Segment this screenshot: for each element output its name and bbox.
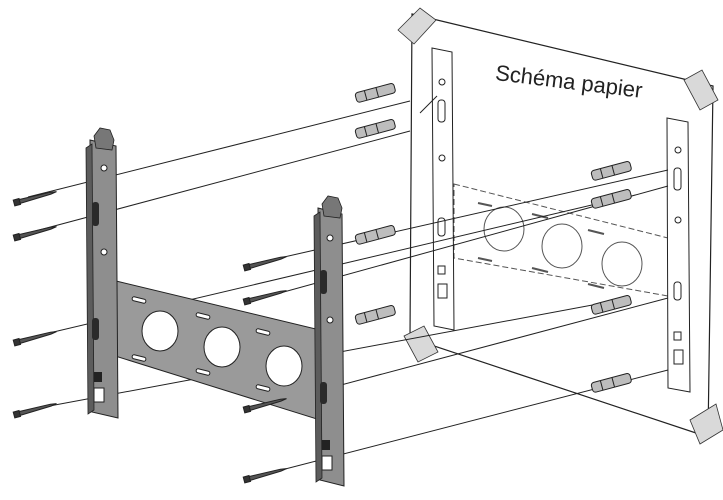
screw [12, 226, 57, 242]
wall-anchor [354, 118, 396, 139]
paper-template [397, 7, 723, 445]
screw [12, 403, 57, 419]
tape-top-right [683, 69, 719, 111]
wall-anchor [354, 224, 396, 245]
wall-anchor [590, 372, 632, 393]
wall-anchor [590, 188, 632, 209]
screw [242, 290, 287, 306]
template-hole [541, 223, 583, 269]
tape-bottom-left [403, 325, 439, 363]
screw [242, 468, 287, 484]
template-rail-right [666, 117, 691, 393]
tape-bottom-right [689, 403, 723, 445]
mounting-plate [111, 279, 321, 421]
template-plate-outline [453, 183, 669, 297]
wall-anchor [590, 160, 632, 181]
wall-anchor [590, 294, 632, 315]
template-hole [601, 241, 643, 287]
wall-anchor [354, 82, 396, 103]
wall-anchors [354, 82, 632, 393]
bracket-right [313, 195, 345, 487]
screw [12, 331, 57, 347]
template-rail-left [431, 47, 455, 331]
screws [12, 191, 287, 484]
tape-top-left [397, 7, 437, 45]
screw [242, 256, 287, 272]
screw [242, 398, 287, 414]
screw [12, 191, 57, 207]
wall-anchor [354, 304, 396, 325]
bracket-left [85, 127, 119, 419]
